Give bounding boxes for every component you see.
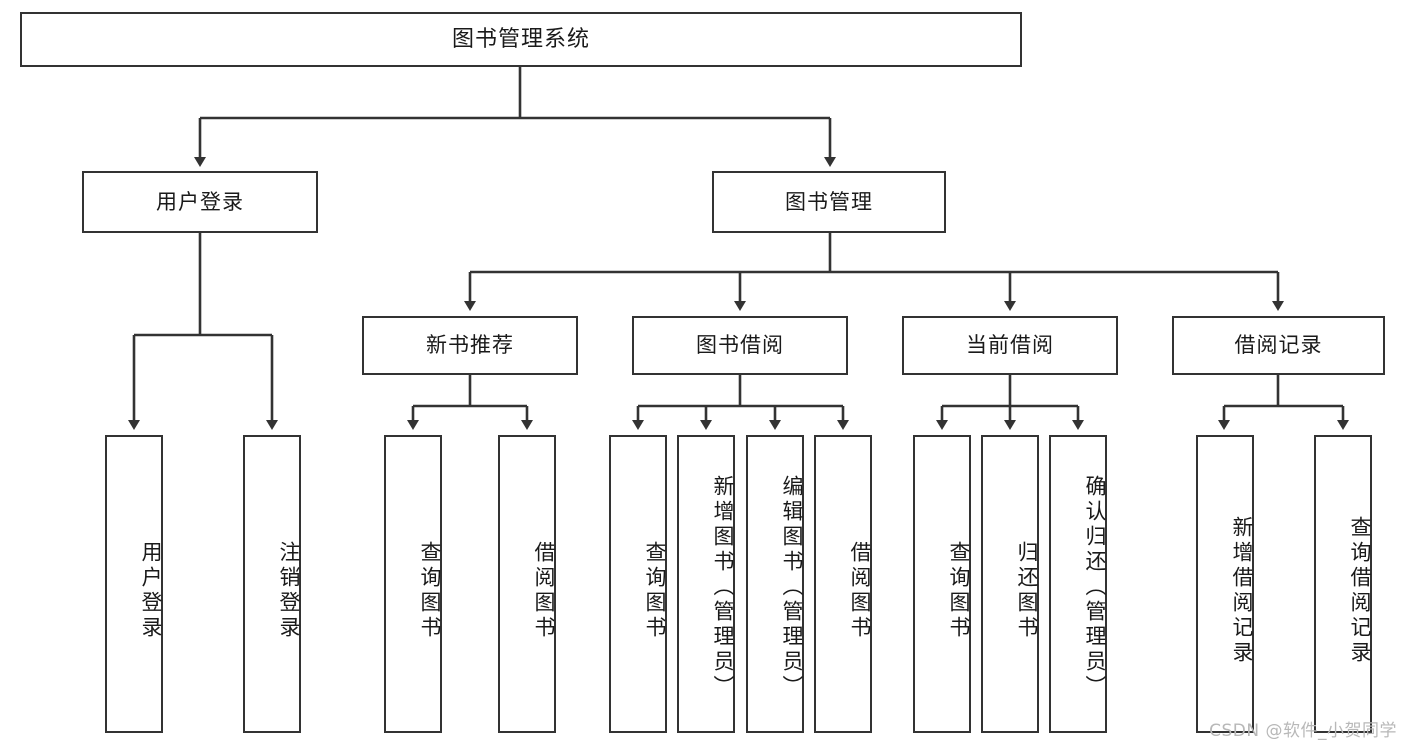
node-borrow-record[interactable]: 借阅记录 xyxy=(1172,316,1385,375)
leaf-borrow-query-book[interactable]: 查询图书 xyxy=(609,435,667,733)
node-book-management[interactable]: 图书管理 xyxy=(712,171,946,233)
node-user-login[interactable]: 用户登录 xyxy=(82,171,318,233)
leaf-current-query-book[interactable]: 查询图书 xyxy=(913,435,971,733)
leaf-rec-query-book[interactable]: 查询图书 xyxy=(384,435,442,733)
node-root-system[interactable]: 图书管理系统 xyxy=(20,12,1022,67)
leaf-current-confirm-return-admin[interactable]: 确认归还（管理员） xyxy=(1049,435,1107,733)
leaf-user-logout[interactable]: 注销登录 xyxy=(243,435,301,733)
leaf-record-add[interactable]: 新增借阅记录 xyxy=(1196,435,1254,733)
leaf-borrow-add-book-admin[interactable]: 新增图书（管理员） xyxy=(677,435,735,733)
node-new-book-recommendation[interactable]: 新书推荐 xyxy=(362,316,578,375)
node-book-borrowing[interactable]: 图书借阅 xyxy=(632,316,848,375)
node-current-borrowing[interactable]: 当前借阅 xyxy=(902,316,1118,375)
leaf-record-query[interactable]: 查询借阅记录 xyxy=(1314,435,1372,733)
csdn-watermark: CSDN @软件_小贺同学 xyxy=(1209,721,1397,741)
leaf-current-return-book[interactable]: 归还图书 xyxy=(981,435,1039,733)
leaf-user-login[interactable]: 用户登录 xyxy=(105,435,163,733)
leaf-borrow-edit-book-admin[interactable]: 编辑图书（管理员） xyxy=(746,435,804,733)
leaf-rec-borrow-book[interactable]: 借阅图书 xyxy=(498,435,556,733)
leaf-borrow-borrow-book[interactable]: 借阅图书 xyxy=(814,435,872,733)
